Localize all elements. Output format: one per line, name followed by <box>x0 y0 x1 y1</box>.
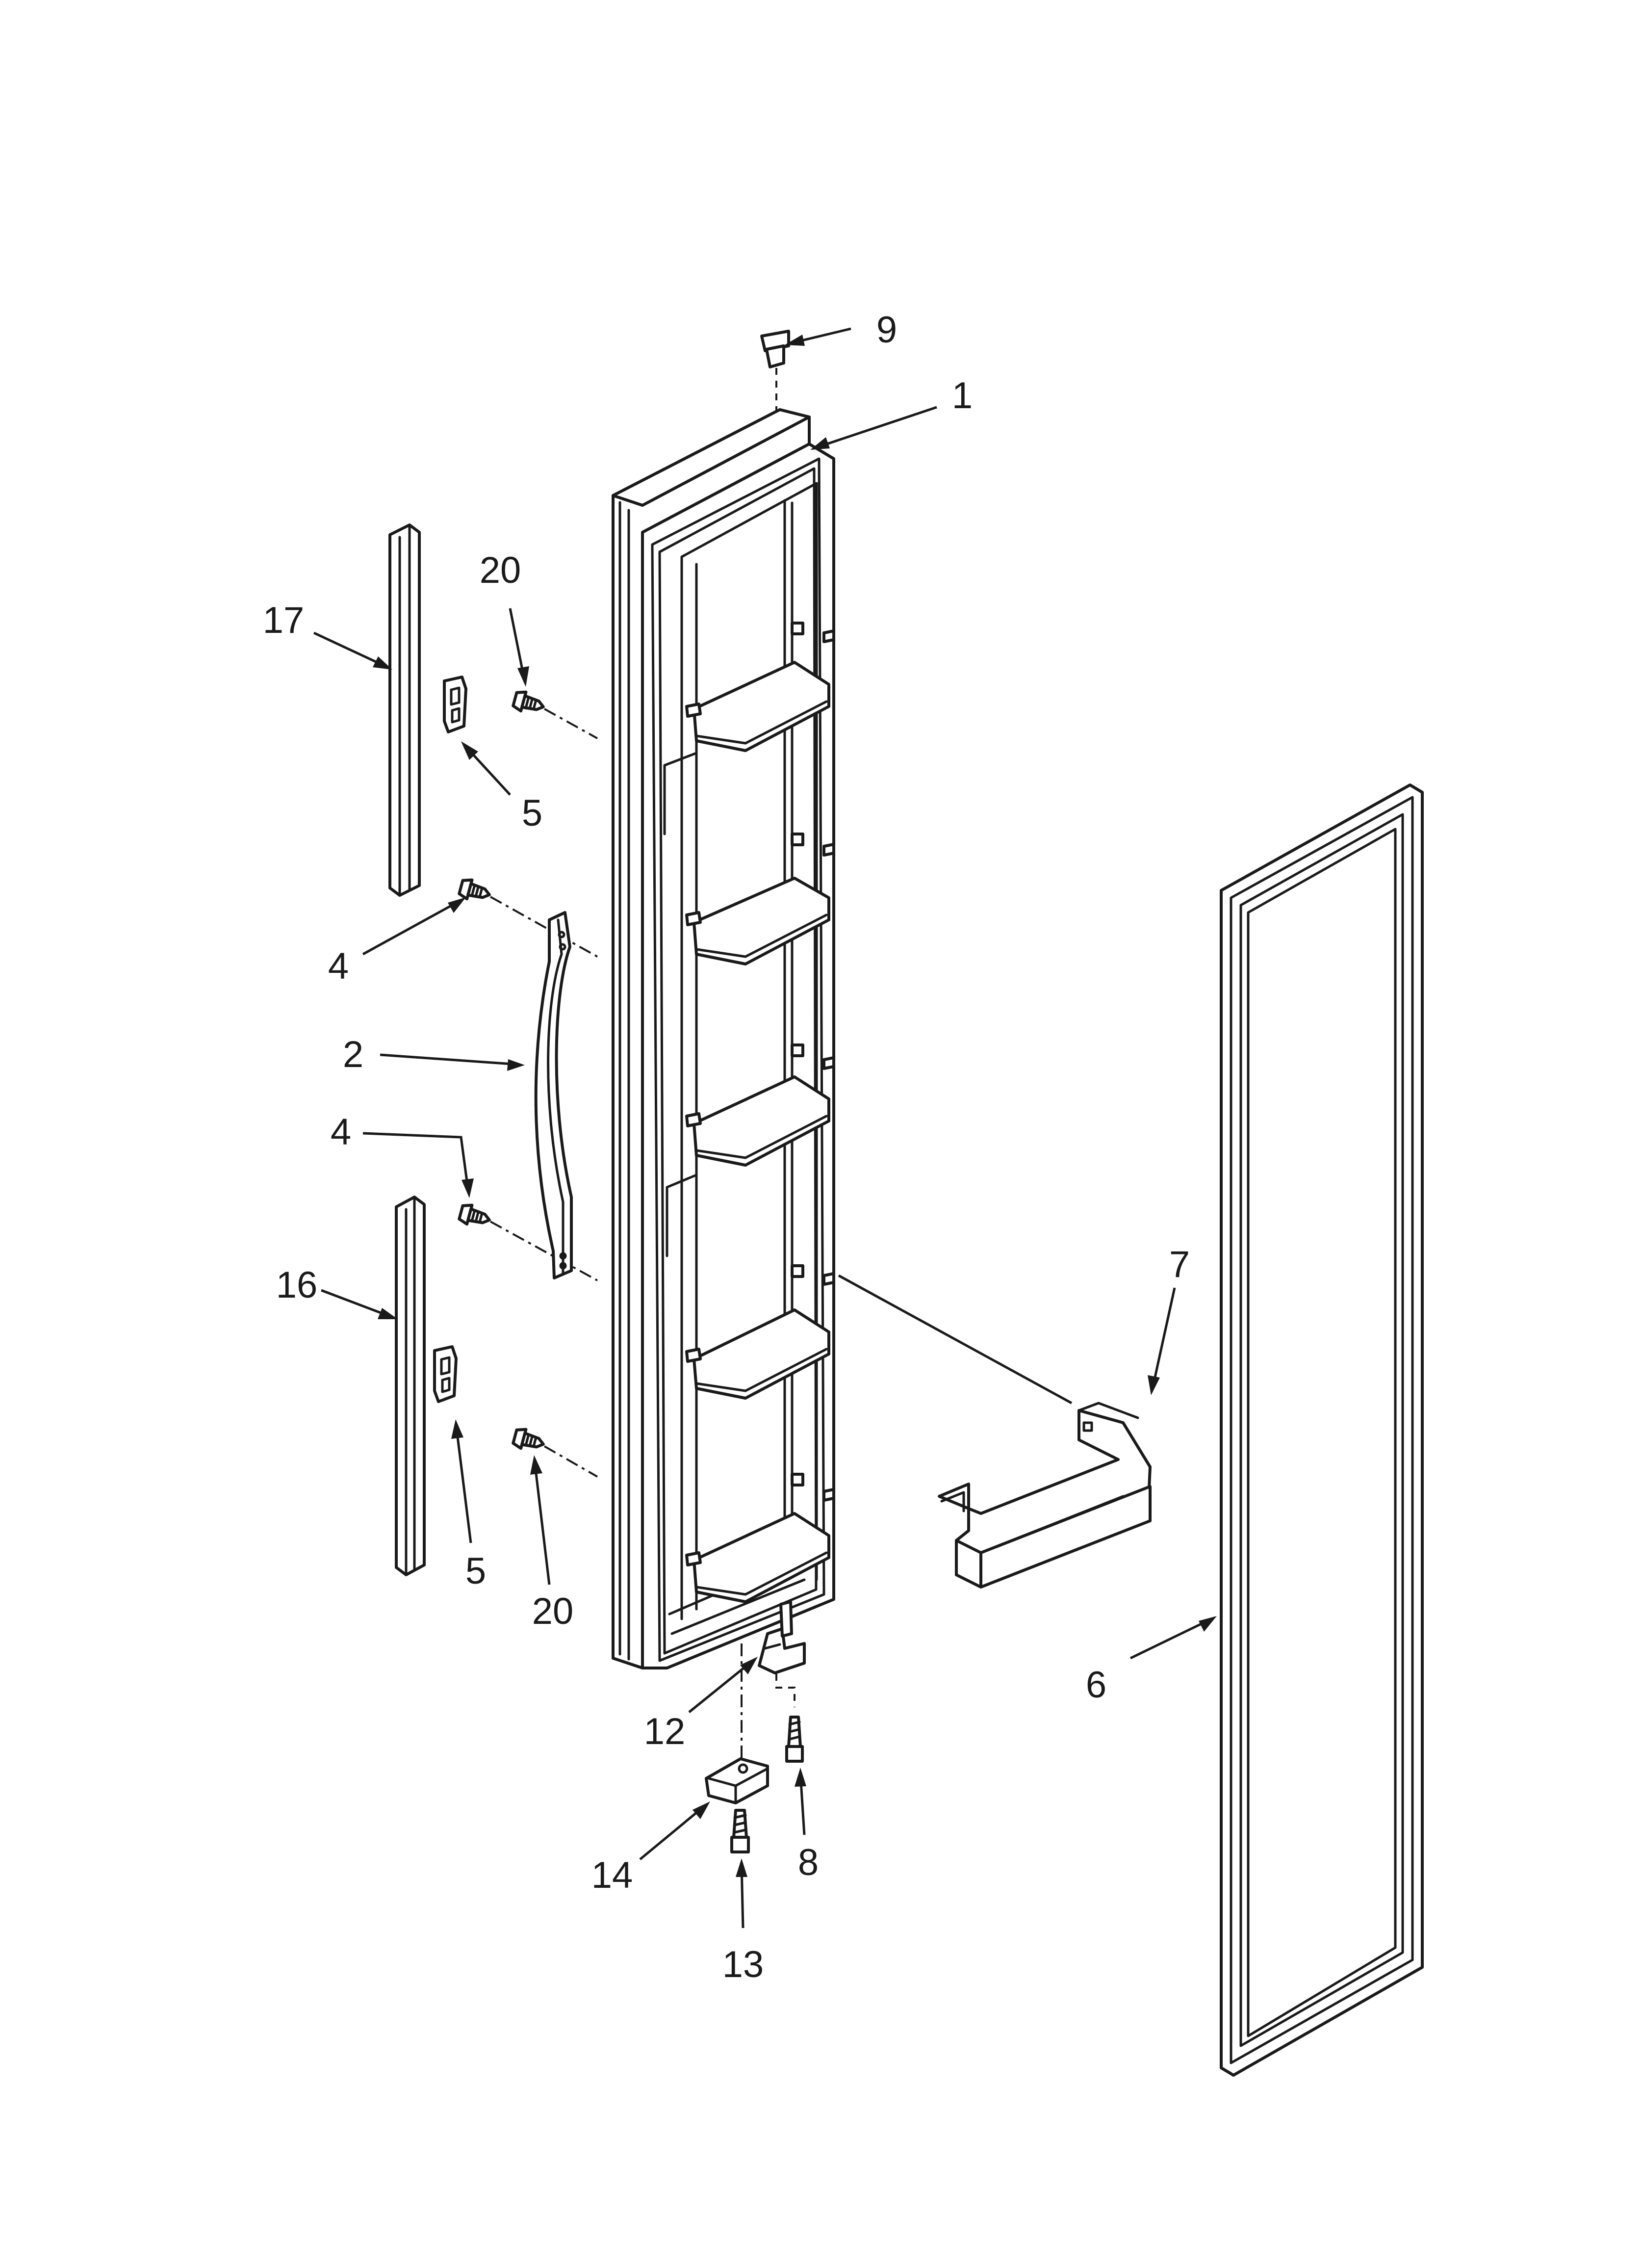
upper-trim-strip <box>388 523 421 897</box>
hinge-bracket <box>705 1643 769 1804</box>
callout-1: 1 <box>952 375 973 417</box>
screw-20-lower <box>513 1427 598 1478</box>
door-shelf-4 <box>685 1264 835 1400</box>
bracket-screw <box>730 1809 750 1853</box>
door-panel <box>612 408 835 1669</box>
hinge-screw <box>785 1716 804 1763</box>
door-bin <box>838 1274 1152 1589</box>
door-shelf-2 <box>685 833 835 965</box>
door-gasket <box>1220 783 1424 2077</box>
screw-4-upper <box>459 878 598 958</box>
door-handle <box>534 911 573 1279</box>
screw-4-lower <box>459 1203 598 1281</box>
callout-4-lower: 4 <box>331 1111 351 1153</box>
callout-2: 2 <box>343 1034 363 1075</box>
lower-hinge <box>758 1600 806 1707</box>
leader-lines <box>313 327 1217 1929</box>
trim-clip-lower <box>435 1347 456 1402</box>
door-shelf-3 <box>685 1043 835 1167</box>
callout-6: 6 <box>1086 1664 1106 1706</box>
callout-17: 17 <box>263 600 305 641</box>
lower-trim-strip <box>395 1196 426 1576</box>
callout-13: 13 <box>722 1944 764 1985</box>
callout-12: 12 <box>644 1711 686 1752</box>
callout-20-upper: 20 <box>480 549 521 591</box>
callout-5-upper: 5 <box>522 792 542 834</box>
door-shelf-1 <box>685 622 835 752</box>
door-shelf-5 <box>685 1473 835 1603</box>
trim-clip-upper <box>444 677 466 732</box>
callout-9: 9 <box>876 309 897 351</box>
callout-labels: 1 2 4 4 5 5 6 7 8 9 12 13 14 16 17 20 20 <box>263 309 1190 1985</box>
screw-20-upper <box>513 690 598 739</box>
callout-14: 14 <box>591 1854 633 1896</box>
callout-4-upper: 4 <box>328 945 349 987</box>
callout-7: 7 <box>1169 1244 1190 1285</box>
callout-20-lower: 20 <box>532 1590 574 1632</box>
callout-8: 8 <box>798 1842 819 1883</box>
callout-5-lower: 5 <box>465 1550 486 1592</box>
callout-16: 16 <box>276 1264 318 1306</box>
top-plug <box>760 330 790 412</box>
